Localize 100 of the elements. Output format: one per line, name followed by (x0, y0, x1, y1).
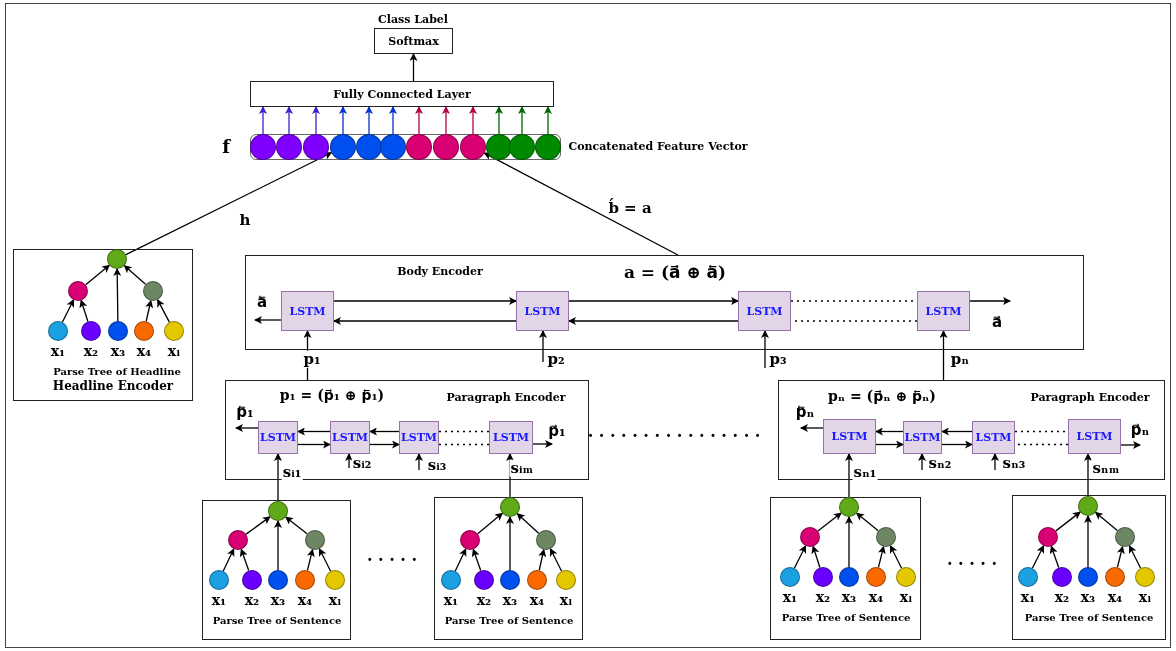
tree-node-circle (536, 530, 556, 550)
variable-label: x₂ (83, 344, 99, 360)
lstm-block: LSTM (258, 421, 298, 454)
feature-circle (276, 134, 302, 160)
variable-label: x₁ (782, 590, 798, 606)
tree-node-circle (1078, 567, 1098, 587)
equation-text: a = (a⃗ ⊕ a⃖) (623, 262, 727, 282)
arrow (1055, 511, 1081, 532)
arrow (339, 106, 347, 135)
tree-node-circle (866, 567, 886, 587)
variable-label: x₃ (1080, 590, 1096, 606)
vector-label: f (222, 137, 230, 157)
variable-label: x₂ (476, 593, 492, 609)
tree-node-circle (134, 321, 154, 341)
tree-node-circle (1135, 567, 1155, 587)
feature-circle (460, 134, 486, 160)
arrow (800, 424, 824, 432)
encoder-panel (778, 380, 1165, 480)
tree-node-circle (209, 570, 229, 590)
arrow (123, 265, 147, 285)
lstm-block: LSTM (399, 421, 439, 454)
variable-label: x₃ (110, 344, 126, 360)
tree-node-circle (839, 567, 859, 587)
variable-label: x₄ (868, 590, 884, 606)
tree-node-circle (800, 527, 820, 547)
feature-circle (535, 134, 561, 160)
arrow (761, 330, 769, 369)
arrow (939, 330, 948, 381)
lstm-block: LSTM (489, 421, 533, 454)
lstm-block: LSTM (1068, 419, 1121, 454)
parse-tree-panel (202, 500, 351, 640)
lstm-block: LSTM (903, 421, 942, 454)
lstm-block: LSTM (330, 421, 370, 454)
arrow (254, 316, 282, 324)
arrow (941, 440, 973, 449)
variable-label: x₃ (270, 593, 286, 609)
softmax-layer-box: Softmax (374, 28, 453, 54)
tree-node-circle (527, 570, 547, 590)
dotted-line (438, 443, 490, 446)
arrow (369, 427, 400, 436)
feature-circle (406, 134, 432, 160)
arrow (239, 548, 250, 572)
variable-label: x₂ (244, 593, 260, 609)
arrow (274, 453, 282, 502)
equation-text: p₁ = (p⃗₁ ⊕ p⃖₁) (279, 388, 385, 404)
arrow (318, 548, 332, 572)
arrow (875, 427, 904, 436)
arrow (285, 106, 293, 135)
edge-label: sᵢₘ (509, 459, 535, 477)
arrow (817, 512, 842, 532)
tree-node-circle (68, 281, 88, 301)
ellipsis-text: . . . . . (366, 547, 418, 565)
variable-label: x₄ (297, 593, 313, 609)
tree-node-circle (1052, 567, 1072, 587)
arrow (516, 513, 540, 534)
arrow (245, 516, 271, 535)
arrow (506, 516, 514, 571)
fully-connected-layer-box: Fully Connected Layer (250, 81, 554, 107)
variable-label: x₄ (1107, 590, 1123, 606)
panel-title: Paragraph Encoder (1030, 391, 1150, 405)
panel-title: Body Encoder (397, 265, 483, 279)
tree-node-circle (295, 570, 315, 590)
feature-circle (356, 134, 382, 160)
parse-tree-panel (434, 497, 583, 640)
arrow (222, 548, 235, 572)
ellipsis-text: . . . . . . . . . . . . . . . . (587, 423, 761, 441)
arrow (483, 152, 679, 256)
edge-label: p⃗ₙ (1129, 421, 1151, 439)
edge-label: p⃗₁ (547, 422, 567, 440)
arrow (297, 440, 331, 449)
tree-node-circle (325, 570, 345, 590)
arrow (389, 106, 397, 135)
dotted-line (438, 430, 490, 433)
arrow (1031, 545, 1045, 569)
arrow (85, 264, 111, 286)
arrow (415, 106, 423, 135)
arrow (969, 297, 1011, 305)
variable-label: x₂ (815, 590, 831, 606)
tree-node-circle (1105, 567, 1125, 587)
arrow (469, 106, 477, 135)
arrow (1116, 545, 1125, 568)
arrow (259, 106, 267, 135)
variable-label: x₁ (50, 344, 66, 360)
tree-node-circle (305, 530, 325, 550)
tree-node-circle (164, 321, 184, 341)
tree-node-circle (1078, 496, 1098, 516)
arrow (477, 512, 504, 535)
tree-node-circle (876, 527, 896, 547)
arrow (941, 427, 973, 436)
arrow (811, 545, 821, 569)
variable-label: x₃ (502, 593, 518, 609)
tree-node-circle (441, 570, 461, 590)
arrow (345, 453, 353, 469)
variable-label: x₁ (211, 593, 227, 609)
variable-label: xₗ (559, 593, 573, 609)
arrow (79, 299, 89, 323)
variable-label: x₄ (529, 593, 545, 609)
arrow (365, 106, 373, 135)
lstm-block: LSTM (738, 291, 791, 331)
tree-node-circle (780, 567, 800, 587)
